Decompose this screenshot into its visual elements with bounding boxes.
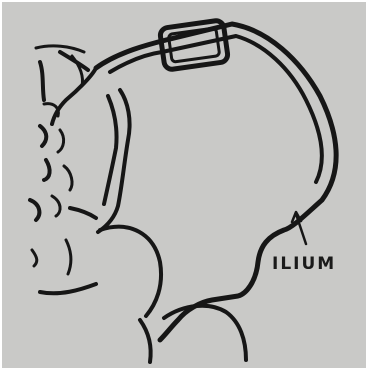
spine-fragment-10 [52, 196, 60, 216]
spine-fragment-9 [30, 200, 39, 220]
sacral-border-3 [104, 96, 117, 204]
ilium-outline [96, 24, 336, 340]
spine-fragment-13 [66, 240, 71, 274]
spine-fragment-6 [58, 130, 64, 152]
spine-fragment-14 [40, 284, 96, 293]
femoral-neck-line [140, 320, 151, 362]
spine-fragment-11 [70, 208, 96, 218]
spine-fragment-8 [64, 166, 72, 190]
femoral-head-curve [164, 306, 246, 360]
spine-fragment-5 [40, 126, 46, 146]
spine-fragment-7 [44, 160, 50, 180]
ilium-label: ILIUM [272, 254, 336, 274]
acetabulum-curve [100, 227, 161, 316]
spine-fragment-12 [32, 250, 37, 266]
spine-fragment-1 [40, 62, 44, 100]
